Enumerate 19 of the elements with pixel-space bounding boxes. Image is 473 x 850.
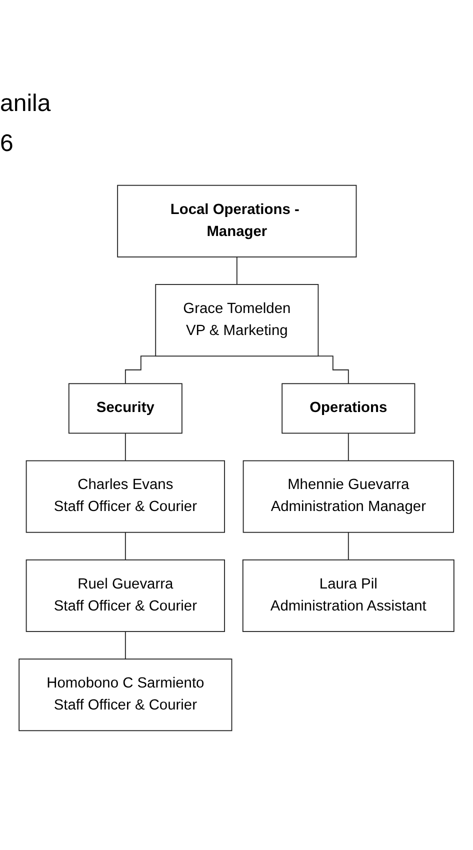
- connector: [124, 631, 126, 660]
- node-box: Homobono C Sarmiento Staff Officer & Courier: [18, 658, 232, 732]
- connector: [124, 432, 126, 462]
- node-box: Ruel Guevarra Staff Officer & Courier: [26, 559, 225, 632]
- connector: [348, 432, 349, 462]
- connector: [348, 532, 349, 560]
- title: anila: [0, 90, 51, 118]
- page-number: 6: [0, 130, 14, 158]
- node-box: Charles Evans Staff Officer & Courier: [26, 460, 225, 533]
- node-box: Operations: [282, 383, 416, 434]
- node-box: Mhennie Guevarra Administration Manager: [242, 460, 454, 533]
- node-box: Grace Tomelden VP & Marketing: [155, 284, 319, 357]
- connector: [236, 256, 238, 285]
- node-box: Security: [68, 383, 182, 434]
- connector: [124, 356, 157, 384]
- connector: [124, 532, 126, 560]
- node-box: Laura Pil Administration Assistant: [242, 559, 454, 632]
- node-box: Local Operations - Manager: [117, 184, 357, 258]
- connector: [316, 356, 349, 384]
